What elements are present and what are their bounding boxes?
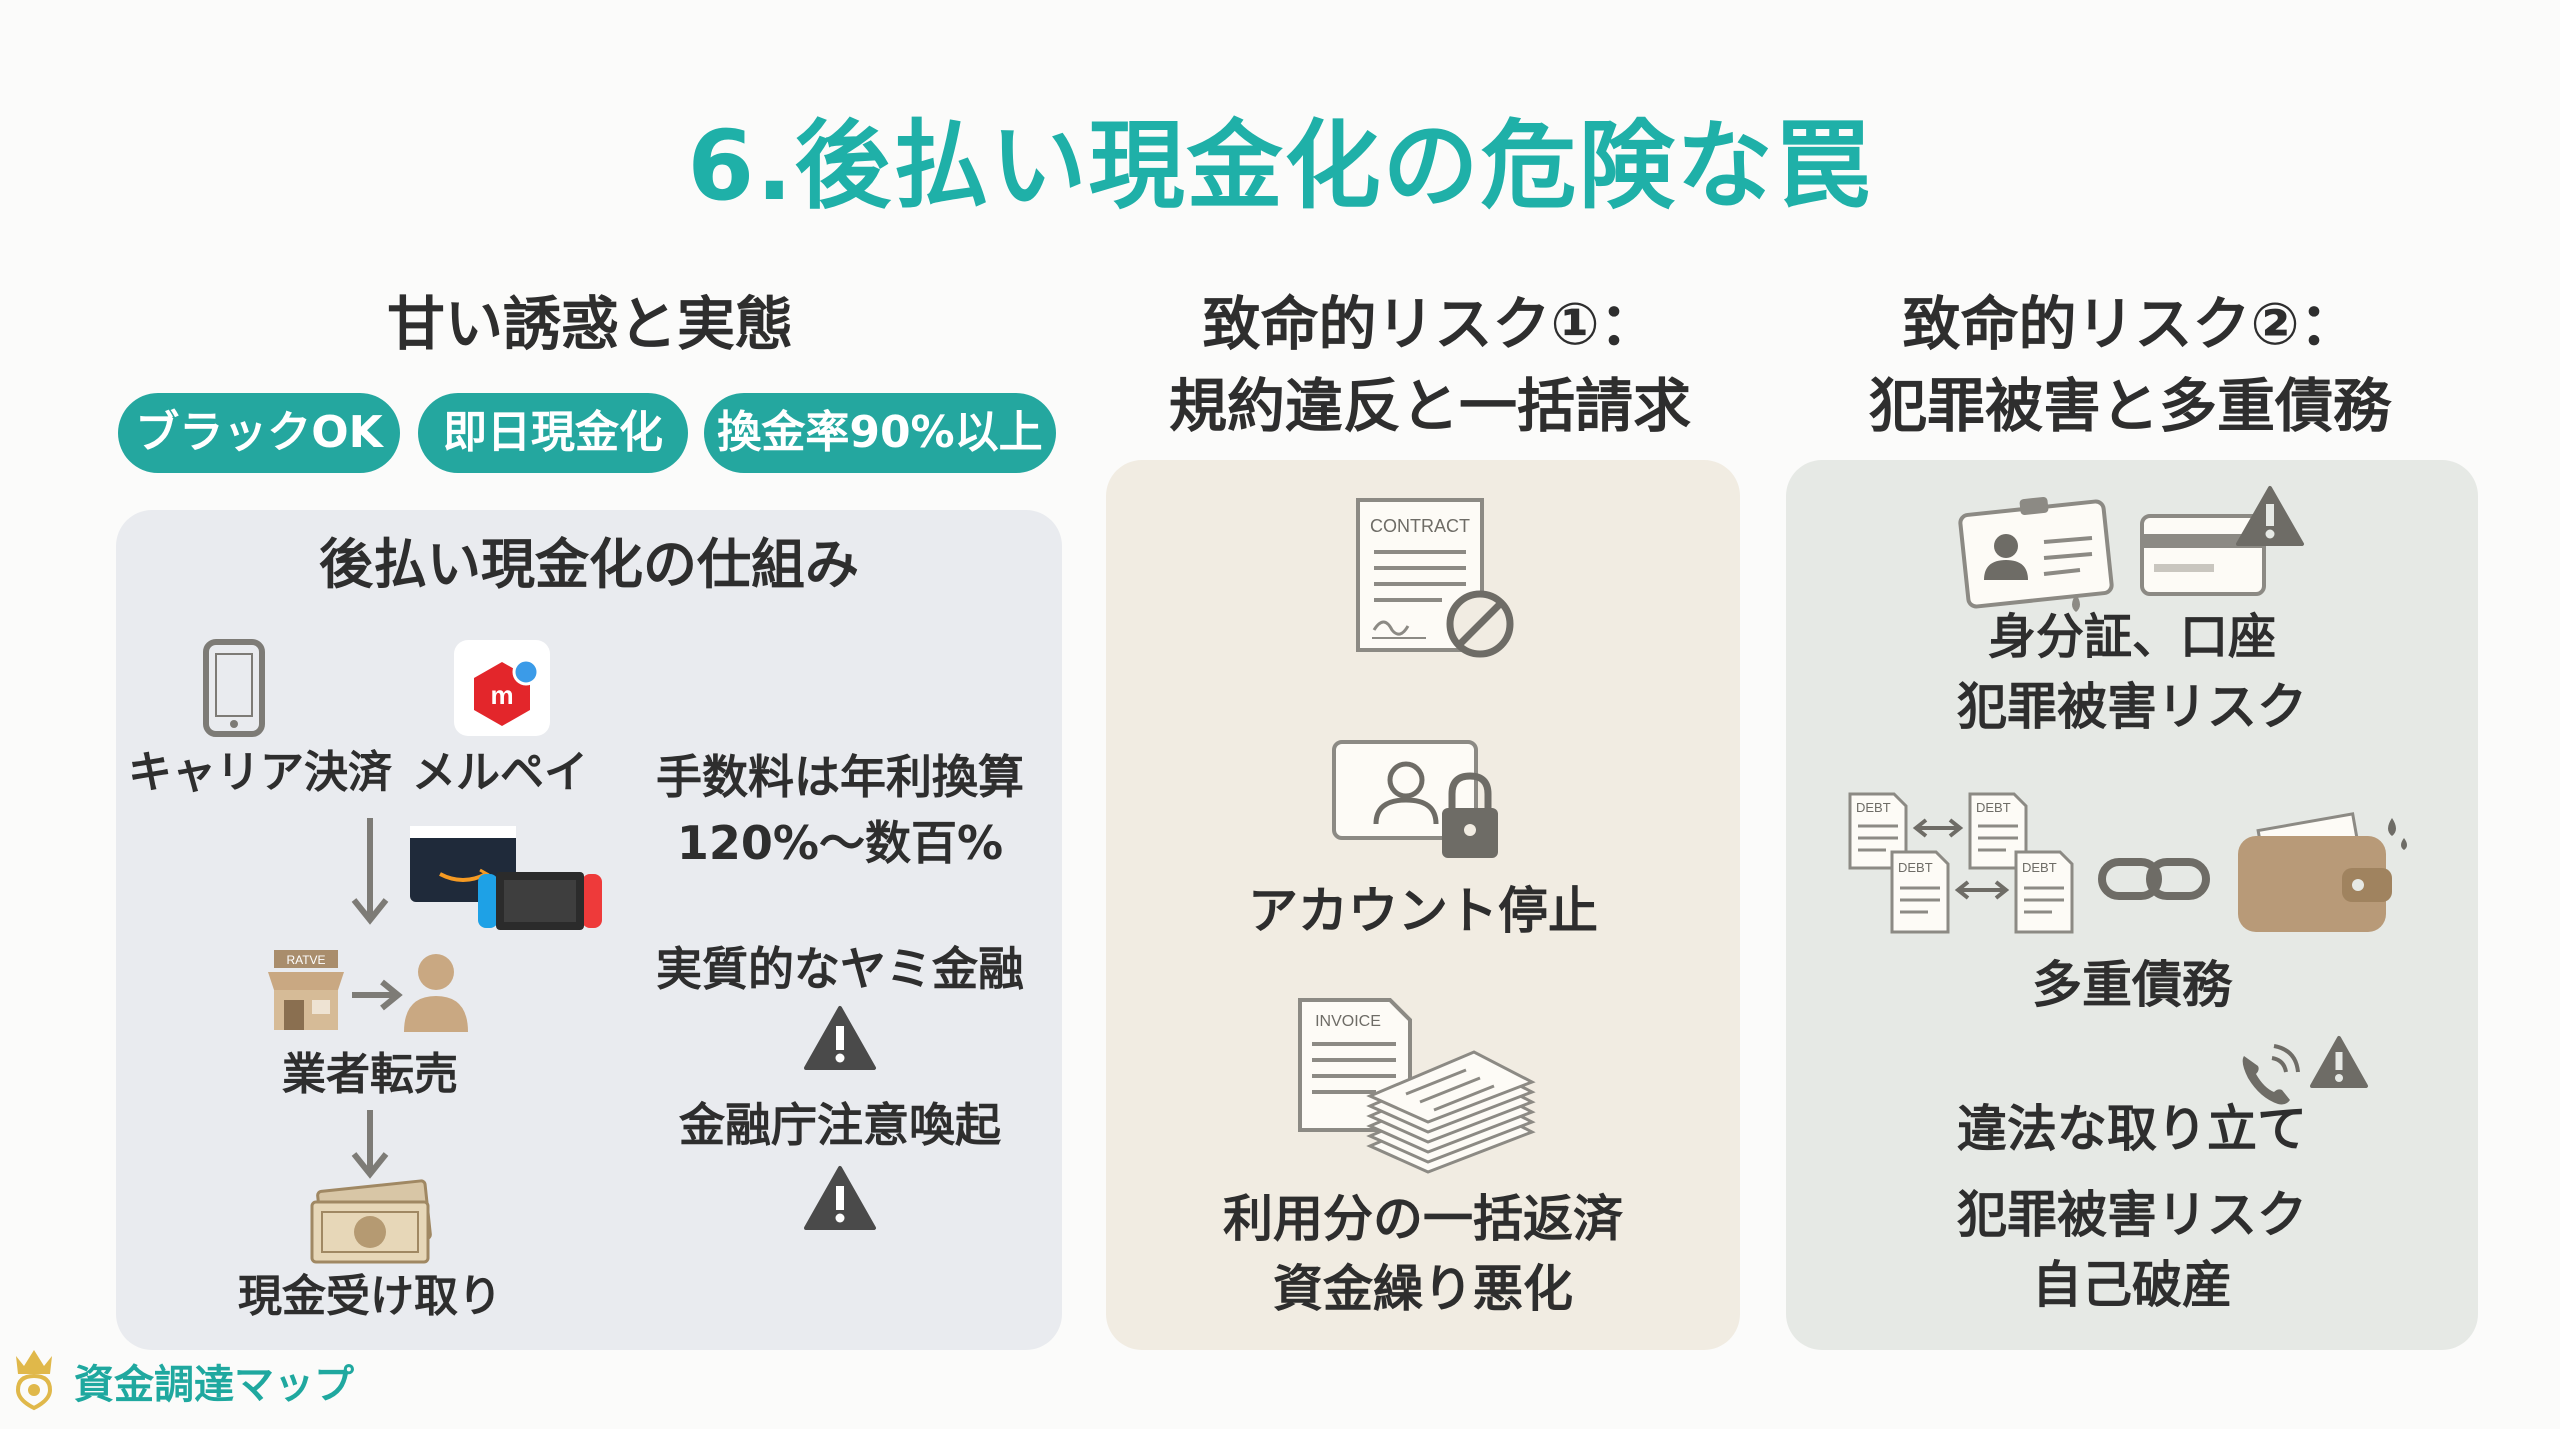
- label-crime-risk-2: 犯罪被害リスク: [1957, 1186, 2307, 1244]
- invoice-doc-text: INVOICE: [1315, 1013, 1381, 1030]
- label-account-suspended: アカウント停止: [1248, 882, 1598, 940]
- label-resale: 業者転売: [282, 1049, 458, 1100]
- heading-line: 甘い誘惑と実態: [386, 290, 793, 358]
- column-heading-risk-2: 致命的リスク②： 犯罪被害と多重債務: [1800, 283, 2460, 447]
- warning-icon: [2310, 1036, 2368, 1088]
- brand-name: 資金調達マップ: [74, 1362, 354, 1408]
- debt-doc-text: DEBT: [1856, 800, 1891, 815]
- invoice-stack-icon: INVOICE: [1298, 998, 1536, 1174]
- merpay-icon: m: [454, 640, 550, 736]
- account-locked-icon: [1332, 740, 1498, 858]
- column-heading-risk-1: 致命的リスク①： 規約違反と一括請求: [1100, 283, 1760, 447]
- debt-doc-text: DEBT: [1976, 800, 2011, 815]
- arrow-right-icon: [352, 979, 403, 1011]
- label-bankruptcy: 自己破産: [2032, 1256, 2232, 1314]
- panel-mechanism: [116, 510, 1062, 1350]
- debt-documents-icon: DEBT DEBT DEBT DEBT: [1848, 792, 2074, 934]
- brand-logo-icon: [15, 1350, 53, 1411]
- label-crime-risk-1: 犯罪被害リスク: [1957, 678, 2307, 736]
- note-fsa-warning: 金融庁注意喚起: [679, 1098, 1001, 1152]
- phone-call-icon: [2242, 1044, 2300, 1105]
- label-cash-flow-worsening: 資金繰り悪化: [1273, 1260, 1573, 1318]
- label-illegal-collection: 違法な取り立て: [1957, 1100, 2307, 1158]
- label-lump-sum-repayment: 利用分の一括返済: [1223, 1190, 1623, 1248]
- shop-icon: RATVE: [268, 950, 344, 1030]
- debt-doc-text: DEBT: [2022, 860, 2057, 875]
- game-console-icon: [478, 872, 602, 930]
- note-illegal-loan: 実質的なヤミ金融: [656, 942, 1024, 996]
- person-icon: [404, 954, 468, 1032]
- pill-same-day: 即日現金化: [418, 393, 688, 473]
- label-multiple-debts: 多重債務: [2032, 956, 2232, 1014]
- warning-icon: [2236, 486, 2304, 546]
- arrow-down-icon: [351, 1110, 389, 1179]
- id-card-icon: [1958, 496, 2114, 612]
- svg-text:m: m: [490, 680, 513, 710]
- chain-link-icon: [2098, 858, 2210, 900]
- pill-conversion-rate: 換金率90%以上: [704, 393, 1056, 473]
- warning-icon: [804, 1006, 876, 1070]
- label-id-account: 身分証、口座: [1987, 609, 2276, 665]
- empty-wallet-icon: [2238, 812, 2407, 932]
- heading-line: 致命的リスク②：: [1902, 290, 2358, 358]
- column-heading-temptation: 甘い誘惑と実態: [110, 283, 1070, 365]
- note-fee-line1: 手数料は年利換算: [656, 750, 1024, 804]
- store-sign-text: RATVE: [286, 953, 325, 967]
- heading-line: 犯罪被害と多重債務: [1868, 372, 2391, 440]
- panel-title-mechanism: 後払い現金化の仕組み: [319, 533, 859, 596]
- page-title: 6.後払い現金化の危険な罠: [687, 110, 1873, 222]
- label-carrier-payment: キャリア決済: [128, 747, 392, 798]
- debt-doc-text: DEBT: [1898, 860, 1933, 875]
- contract-denied-icon: CONTRACT: [1356, 498, 1514, 658]
- contract-doc-text: CONTRACT: [1370, 516, 1470, 536]
- warning-icon: [804, 1166, 876, 1230]
- label-merpay: メルペイ: [412, 747, 588, 798]
- arrow-down-icon: [351, 818, 389, 925]
- bank-card-icon: [2140, 514, 2266, 596]
- label-cash-receipt: 現金受け取り: [238, 1271, 502, 1322]
- note-fee-line2: 120%〜数百%: [676, 816, 1004, 870]
- phone-icon: [203, 639, 265, 737]
- cash-icon: [310, 1179, 432, 1264]
- heading-line: 規約違反と一括請求: [1168, 372, 1691, 440]
- heading-line: 致命的リスク①：: [1202, 290, 1658, 358]
- pill-black-ok: ブラックOK: [118, 393, 400, 473]
